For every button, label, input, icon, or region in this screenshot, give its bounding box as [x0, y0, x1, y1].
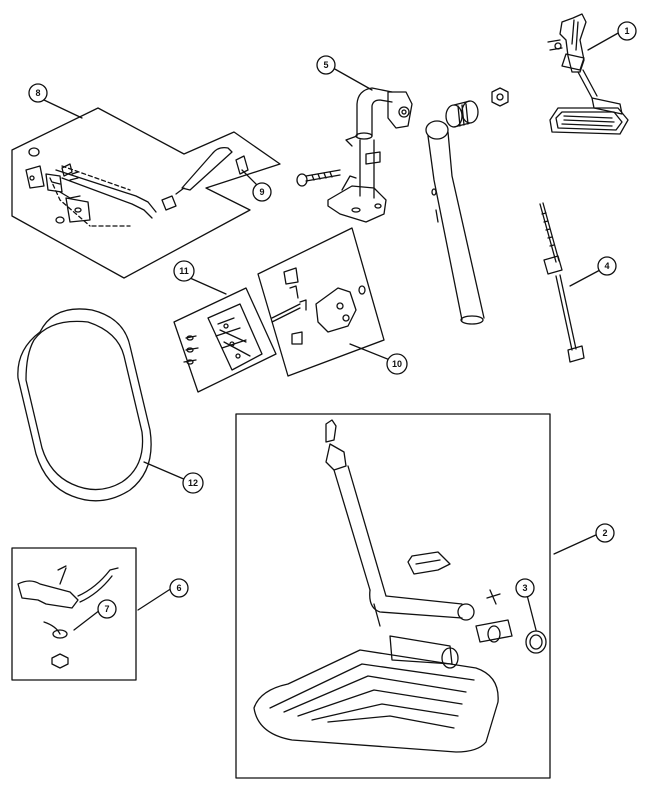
part-12-calf-pad: [18, 309, 151, 501]
svg-text:1: 1: [624, 26, 629, 36]
part-11-mounting-plate: [174, 288, 276, 392]
svg-text:9: 9: [259, 187, 264, 197]
svg-text:3: 3: [522, 583, 527, 593]
svg-text:5: 5: [323, 60, 328, 70]
svg-text:12: 12: [188, 478, 198, 488]
svg-text:2: 2: [602, 528, 607, 538]
knurled-nut: [446, 101, 478, 127]
hex-nut: [492, 88, 508, 106]
svg-text:8: 8: [35, 88, 40, 98]
callout-1: 1: [618, 22, 636, 40]
callout-11: 11: [174, 261, 194, 281]
callout-3: 3: [516, 579, 534, 597]
callout-7: 7: [98, 600, 116, 618]
leader-lines: [44, 32, 620, 630]
callout-10: 10: [387, 354, 407, 374]
part-5-swing-bracket: [328, 88, 412, 222]
bolt: [297, 170, 340, 186]
svg-text:10: 10: [392, 359, 402, 369]
callout-2: 2: [596, 524, 614, 542]
callout-9: 9: [253, 183, 271, 201]
callout-5: 5: [317, 56, 335, 74]
svg-text:11: 11: [179, 266, 189, 276]
part-1-footrest-assembly: [548, 14, 628, 134]
extension-tube: [426, 121, 484, 324]
part-8-linkage-panel: [12, 108, 280, 278]
part-6-lever-kit: [12, 548, 136, 680]
callout-8: 8: [29, 84, 47, 102]
part-10-hinge-set: [258, 228, 384, 376]
callout-12: 12: [183, 473, 203, 493]
part-2-footrest-box: [236, 414, 550, 778]
svg-text:4: 4: [604, 261, 609, 271]
callout-4: 4: [598, 257, 616, 275]
svg-text:7: 7: [104, 604, 109, 614]
part-4-adjustment-rod: [540, 203, 584, 362]
callout-6: 6: [170, 579, 188, 597]
svg-text:6: 6: [176, 583, 181, 593]
